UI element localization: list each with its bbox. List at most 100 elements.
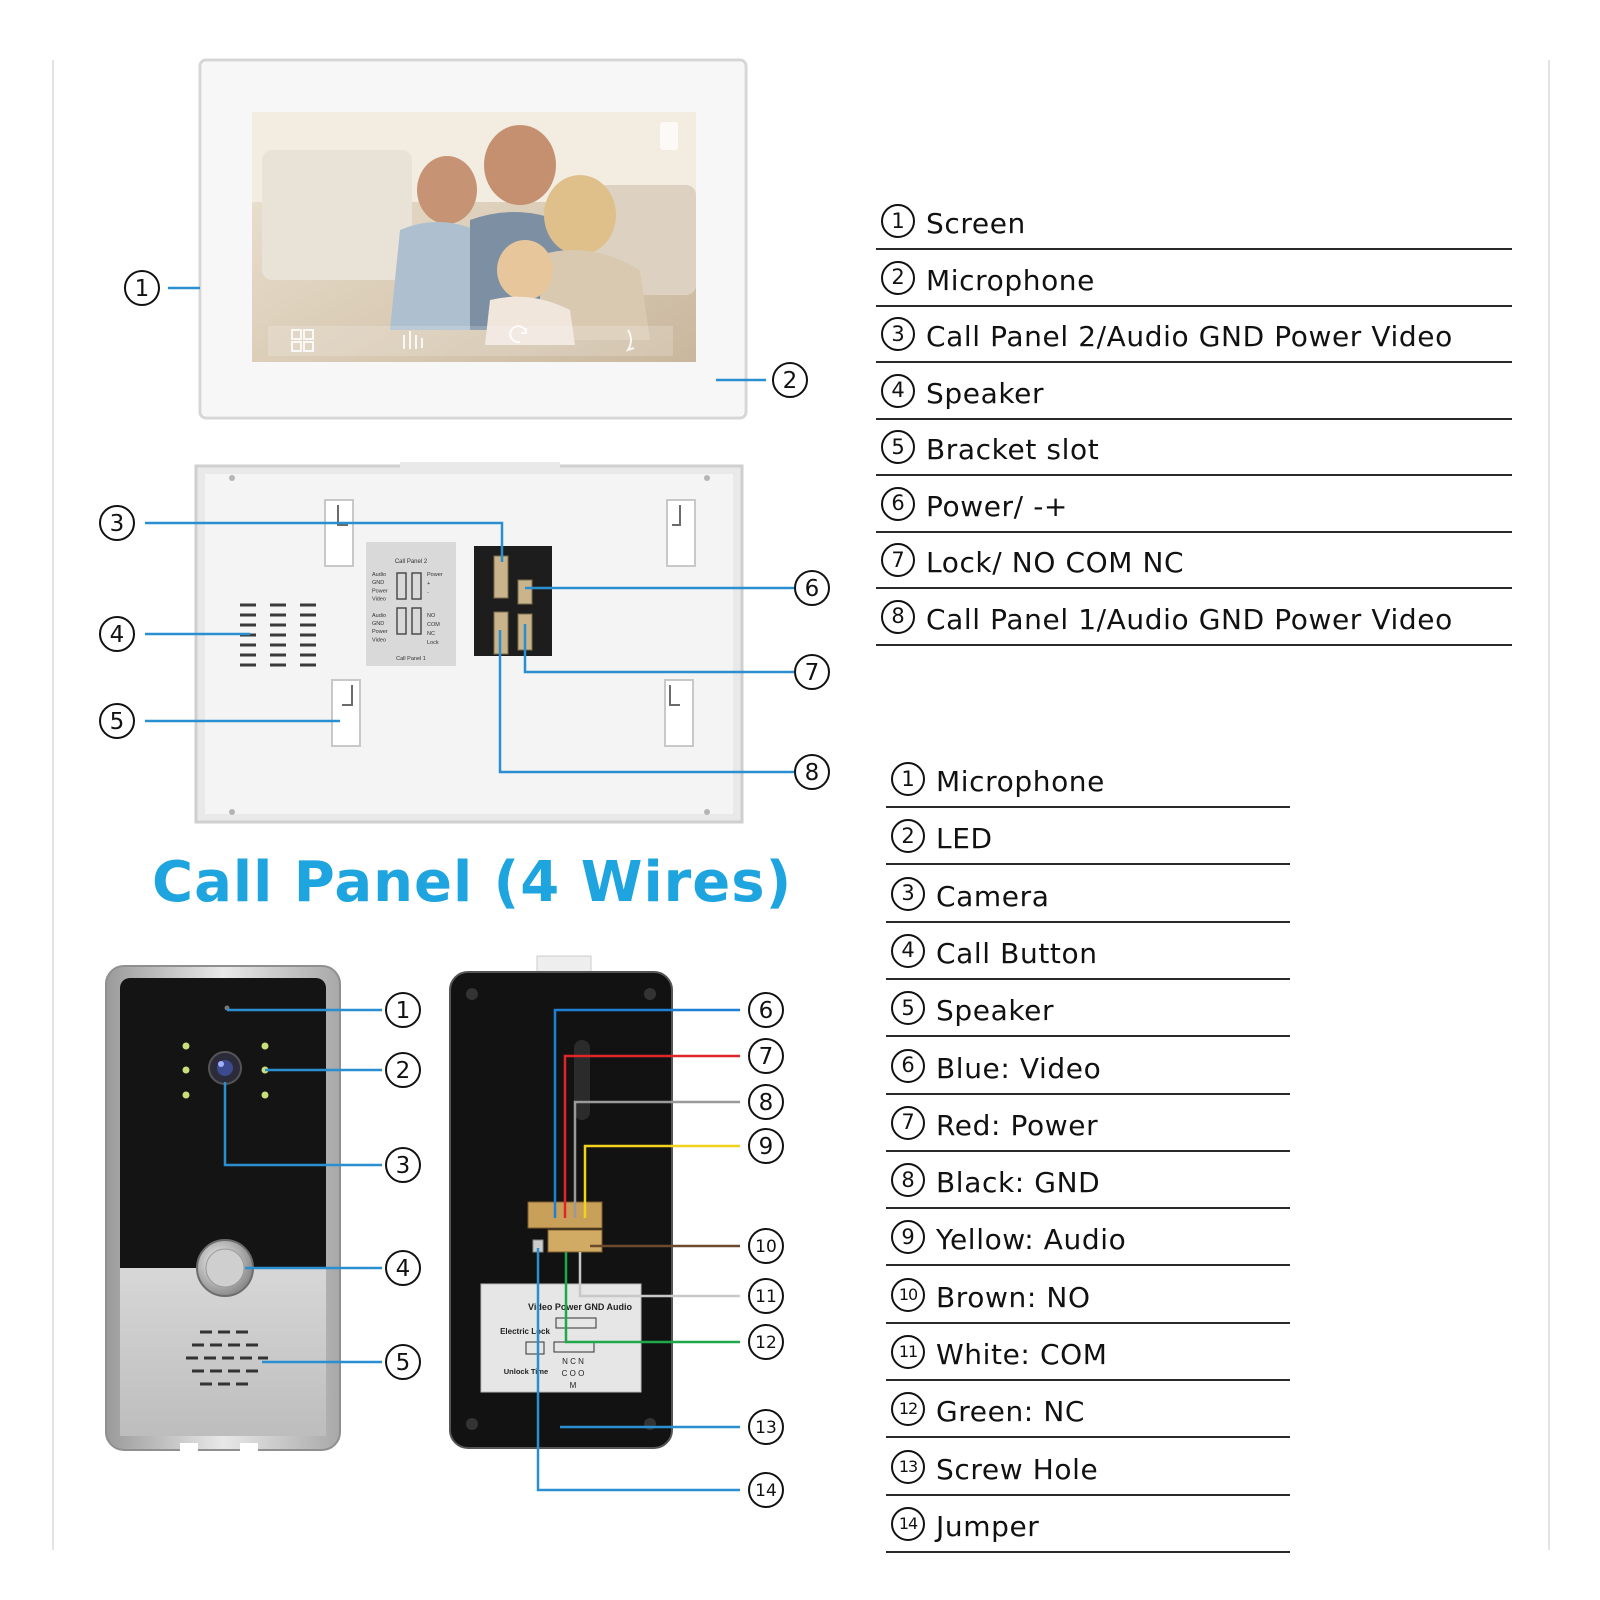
callout-panel-8: 8	[748, 1084, 784, 1120]
callout-monitor-2: 2	[772, 362, 808, 398]
leader-line-monitor-7	[523, 624, 794, 674]
callout-monitor-6: 6	[794, 570, 830, 606]
monitor-label-right: -	[427, 590, 429, 596]
monitor-legend-label: Speaker	[926, 376, 1045, 410]
panel-legend-number-badge: 8	[891, 1163, 925, 1198]
panel-legend-row-3: 3 Camera	[886, 867, 1290, 923]
monitor-legend-label: Lock/ NO COM NC	[926, 546, 1185, 579]
monitor-legend-label: Screen	[926, 207, 1026, 240]
callout-monitor-1: 1	[124, 270, 160, 306]
panel-legend-label: Jumper	[936, 1509, 1040, 1543]
camera-lens	[208, 1051, 242, 1085]
callout-panel-7: 7	[748, 1038, 784, 1074]
leader-line-monitor-8	[498, 630, 794, 774]
monitor-label-row: Power	[372, 629, 388, 635]
monitor-label-row: Audio	[372, 613, 386, 619]
callout-monitor-3-text: 3	[110, 511, 125, 537]
monitor-screen	[252, 112, 696, 362]
callout-panel-9-text: 9	[759, 1134, 774, 1160]
callout-panel-13-text: 13	[755, 1418, 777, 1438]
svg-text:M: M	[570, 1381, 577, 1390]
monitor-label-row: Video	[372, 597, 386, 603]
monitor-label-right: NO	[427, 613, 436, 619]
callout-panel-5: 5	[385, 1344, 421, 1380]
left-frame-line	[52, 60, 54, 1550]
panel-legend-label: Yellow: Audio	[936, 1223, 1127, 1257]
callout-panel-4-text: 4	[396, 1256, 411, 1282]
callout-panel-14: 14	[748, 1472, 784, 1508]
monitor-legend-number-badge: 8	[881, 599, 915, 634]
back-label: Video Power GND Audio Electric Lock Unlo…	[480, 1283, 642, 1393]
callout-monitor-8-text: 8	[805, 760, 820, 786]
panel-legend-label: Camera	[936, 879, 1050, 913]
monitor-front	[198, 58, 748, 420]
monitor-label-row: Audio	[372, 572, 386, 578]
svg-text:C O O: C O O	[562, 1369, 585, 1378]
panel-legend-label: Brown: NO	[936, 1280, 1091, 1314]
panel-legend-number-badge: 3	[891, 876, 925, 911]
leader-line-panel-3	[223, 1082, 382, 1167]
monitor-legend-label: Bracket slot	[926, 433, 1100, 466]
led-ring	[182, 1042, 269, 1099]
callout-panel-1: 1	[385, 992, 421, 1028]
monitor-label-right: Power	[427, 572, 443, 578]
callout-panel-12-text: 12	[755, 1333, 777, 1353]
svg-text:Electric Lock: Electric Lock	[500, 1327, 550, 1336]
panel-legend-number-badge: 9	[891, 1220, 925, 1255]
callout-monitor-8: 8	[794, 754, 830, 790]
wire-yellow-audio	[583, 1144, 740, 1218]
panel-legend-row-9: 9 Yellow: Audio	[886, 1210, 1290, 1267]
callout-panel-2-text: 2	[396, 1058, 411, 1084]
svg-text:Call Panel 1: Call Panel 1	[396, 656, 426, 662]
monitor-legend-label: Power/ -+	[926, 489, 1068, 523]
monitor-legend-row-1: 1 Screen	[876, 194, 1512, 250]
monitor-legend-number-badge: 1	[881, 204, 915, 238]
callout-monitor-7: 7	[794, 654, 830, 690]
callout-panel-11: 11	[748, 1278, 784, 1314]
panel-legend-number-badge: 12	[891, 1392, 925, 1427]
callout-monitor-5: 5	[99, 703, 135, 739]
monitor-back: Call Panel 2 AudioGNDPowerVideoAudioGNDP…	[194, 462, 744, 824]
leader-lines	[145, 286, 794, 1492]
callout-panel-10-text: 10	[755, 1237, 777, 1257]
monitor-label-right: +	[427, 581, 430, 587]
callout-panel-1-text: 1	[396, 998, 411, 1024]
wire-green-nc	[564, 1252, 740, 1344]
callout-monitor-2-text: 2	[783, 368, 798, 394]
panel-legend-label: Black: GND	[936, 1166, 1101, 1200]
svg-text:Unlock Time: Unlock Time	[504, 1367, 548, 1376]
panel-speaker-grille	[186, 1330, 268, 1386]
monitor-legend-number-badge: 6	[881, 486, 915, 521]
svg-text:Video Power GND Audio: Video Power GND Audio	[528, 1302, 633, 1312]
panel-legend-number-badge: 4	[891, 933, 925, 968]
right-frame-line	[1548, 60, 1550, 1550]
monitor-legend-label: Call Panel 2/Audio GND Power Video	[926, 320, 1453, 353]
panel-legend-number-badge: 7	[891, 1105, 925, 1140]
callout-monitor-4: 4	[99, 616, 135, 652]
panel-legend-row-4: 4 Call Button	[886, 924, 1290, 980]
panel-legend-number-badge: 13	[891, 1449, 925, 1484]
panel-legend-label: Microphone	[936, 765, 1105, 798]
panel-legend-label: Blue: Video	[936, 1051, 1102, 1085]
panel-legend-label: Call Button	[936, 936, 1098, 970]
callout-panel-3: 3	[385, 1147, 421, 1183]
monitor-legend-number-badge: 3	[881, 317, 915, 351]
leader-line-monitor-3	[145, 521, 504, 562]
svg-text:N C N: N C N	[562, 1357, 584, 1366]
monitor-legend-row-6: 6 Power/ -+	[876, 477, 1512, 533]
panel-legend-label: Green: NC	[936, 1395, 1086, 1429]
panel-legend-row-8: 8 Black: GND	[886, 1153, 1290, 1210]
callout-monitor-3: 3	[99, 505, 135, 541]
callout-panel-6: 6	[748, 992, 784, 1028]
panel-legend-number-badge: 5	[891, 991, 925, 1026]
